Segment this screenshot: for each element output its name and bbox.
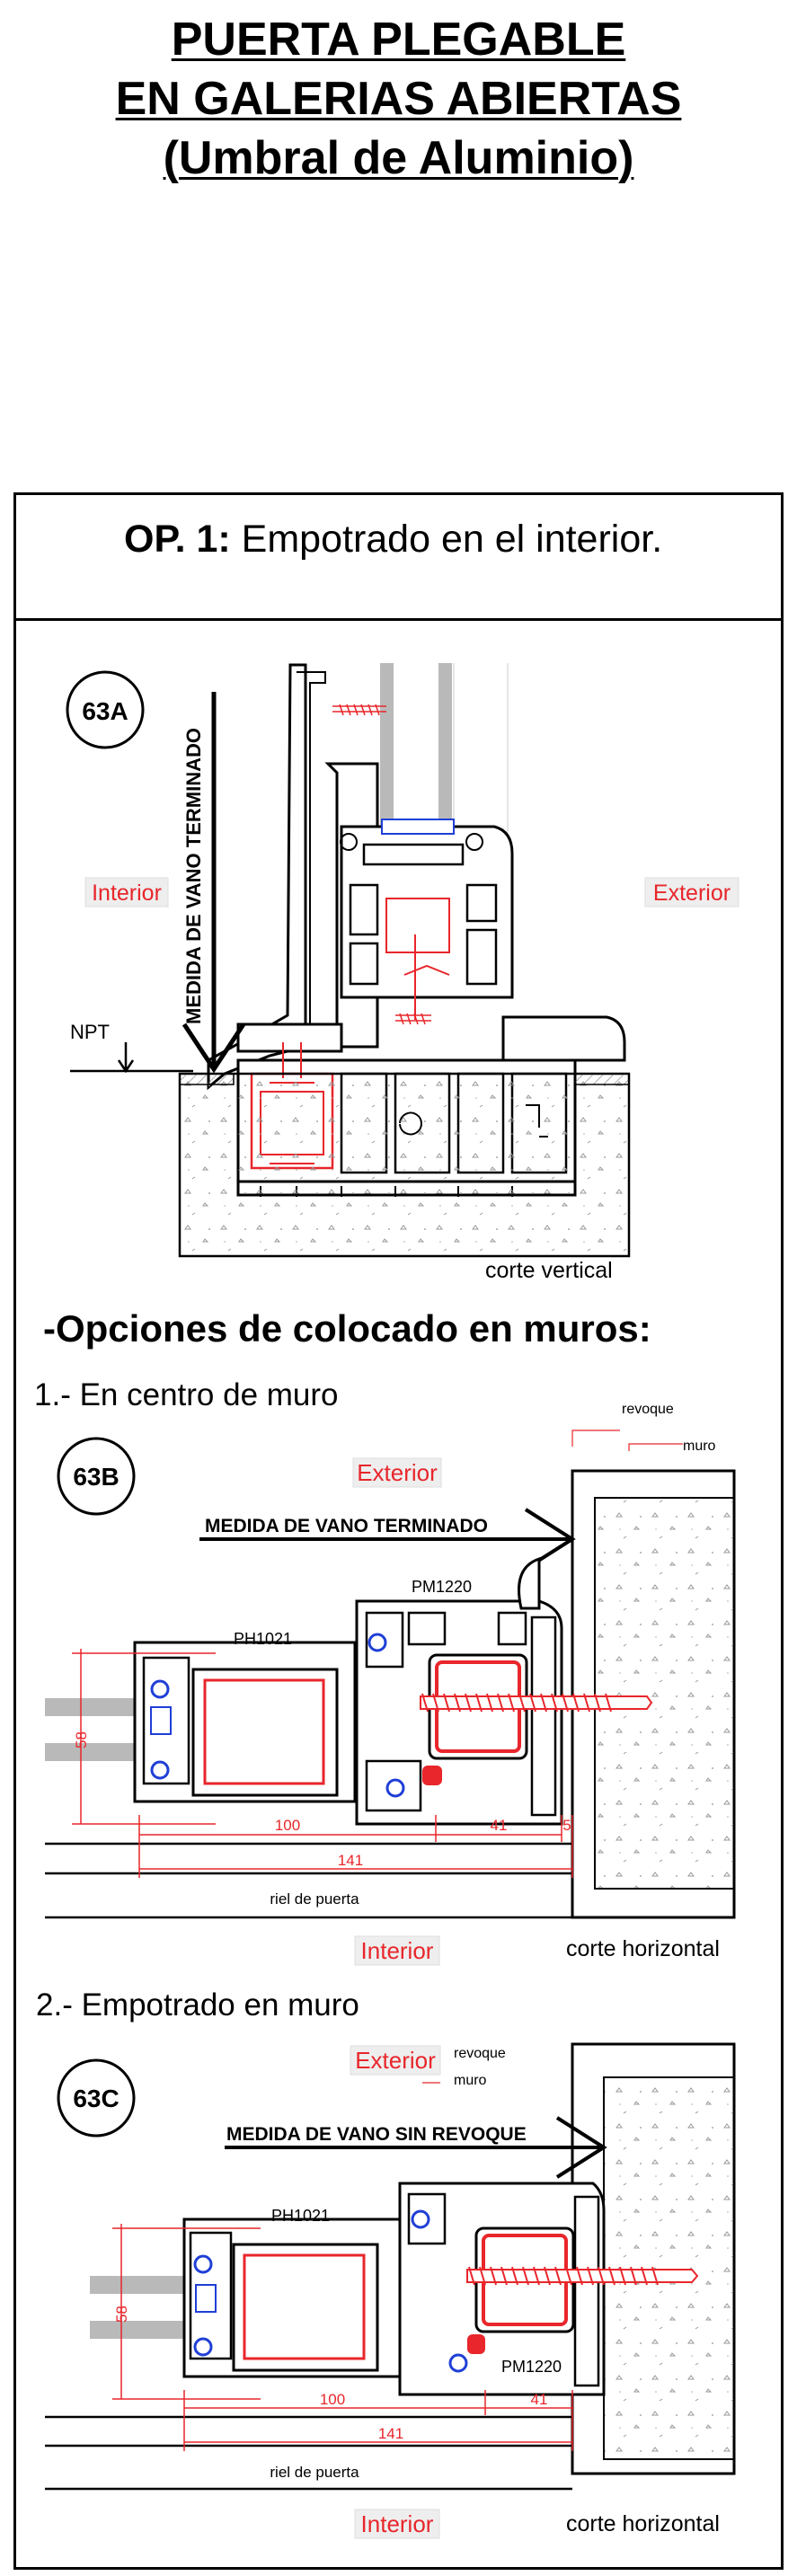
detail-b-rail: riel de puerta bbox=[270, 1890, 359, 1908]
detail-a-exterior: Exterior bbox=[653, 881, 731, 906]
section-heading: -Opciones de colocado en muros: bbox=[43, 1307, 651, 1350]
detail-b-drawing: 63B revoque muro MEDIDA DE VANO TERMINAD… bbox=[45, 1402, 736, 1966]
detail-b-dim-100: 100 bbox=[275, 1817, 300, 1834]
detail-a-caption: corte vertical bbox=[485, 1258, 613, 1283]
detail-b-exterior: Exterior bbox=[357, 1459, 438, 1486]
glass-pane bbox=[438, 663, 452, 865]
detail-b-interior: Interior bbox=[361, 1937, 434, 1964]
detail-c-muro: muro bbox=[454, 2073, 487, 2088]
detail-b-dim-58: 58 bbox=[73, 1731, 90, 1748]
page-title-line-1: PUERTA PLEGABLE bbox=[171, 13, 626, 66]
detail-a-badge-circle bbox=[66, 670, 145, 749]
detail-b-dim-141: 141 bbox=[338, 1852, 363, 1869]
detail-b-pm1220: PM1220 bbox=[412, 1578, 472, 1596]
detail-b-dim-41: 41 bbox=[491, 1817, 508, 1834]
detail-b-caption: corte horizontal bbox=[566, 1936, 720, 1961]
detail-c-dim-41: 41 bbox=[531, 2391, 548, 2408]
detail-a-drawing: 63A bbox=[66, 663, 739, 1283]
detail-b-revoque: revoque bbox=[622, 1402, 674, 1417]
screw-detail bbox=[332, 704, 431, 1025]
detail-c-dim-100: 100 bbox=[320, 2391, 345, 2408]
option-title: OP. 1: Empotrado en el interior. bbox=[124, 518, 663, 561]
detail-a-interior: Interior bbox=[92, 881, 162, 906]
detail-b-heading: 1.- En centro de muro bbox=[34, 1377, 339, 1412]
detail-a-vertical-label: MEDIDA DE VANO TERMINADO bbox=[182, 728, 205, 1024]
glass-pane bbox=[380, 663, 394, 865]
detail-c-revoque: revoque bbox=[454, 2046, 506, 2061]
detail-c-dim-58: 58 bbox=[113, 2306, 130, 2323]
detail-a-badge: 63A bbox=[82, 697, 128, 725]
detail-b-measure: MEDIDA DE VANO TERMINADO bbox=[205, 1516, 488, 1536]
detail-c-heading: 2.- Empotrado en muro bbox=[36, 1987, 359, 2023]
detail-c-caption: corte horizontal bbox=[566, 2511, 720, 2536]
detail-b-badge: 63B bbox=[73, 1463, 119, 1491]
detail-c-rail: riel de puerta bbox=[270, 2464, 359, 2481]
page-title-line-3: (Umbral de Aluminio) bbox=[163, 132, 634, 184]
detail-c-badge: 63C bbox=[73, 2085, 119, 2112]
page-title-line-2: EN GALERIAS ABIERTAS bbox=[115, 73, 682, 125]
detail-c-pm1220: PM1220 bbox=[501, 2358, 562, 2376]
detail-b-dim-5: 5 bbox=[562, 1817, 571, 1834]
option-header-box bbox=[13, 492, 784, 621]
detail-c-measure: MEDIDA DE VANO SIN REVOQUE bbox=[226, 2124, 527, 2145]
npt-label: NPT bbox=[70, 1021, 110, 1043]
detail-c-dim-141: 141 bbox=[378, 2425, 403, 2442]
detail-c-ph1021: PH1021 bbox=[271, 2207, 330, 2225]
detail-c-interior: Interior bbox=[361, 2510, 434, 2537]
detail-c-drawing: 63C revoque muro Exterior Interior MEDID… bbox=[45, 2042, 736, 2539]
detail-b-ph1021: PH1021 bbox=[234, 1630, 292, 1648]
detail-b-muro: muro bbox=[683, 1438, 716, 1454]
detail-c-exterior: Exterior bbox=[355, 2047, 436, 2074]
detail-sheet-frame bbox=[13, 492, 784, 2570]
